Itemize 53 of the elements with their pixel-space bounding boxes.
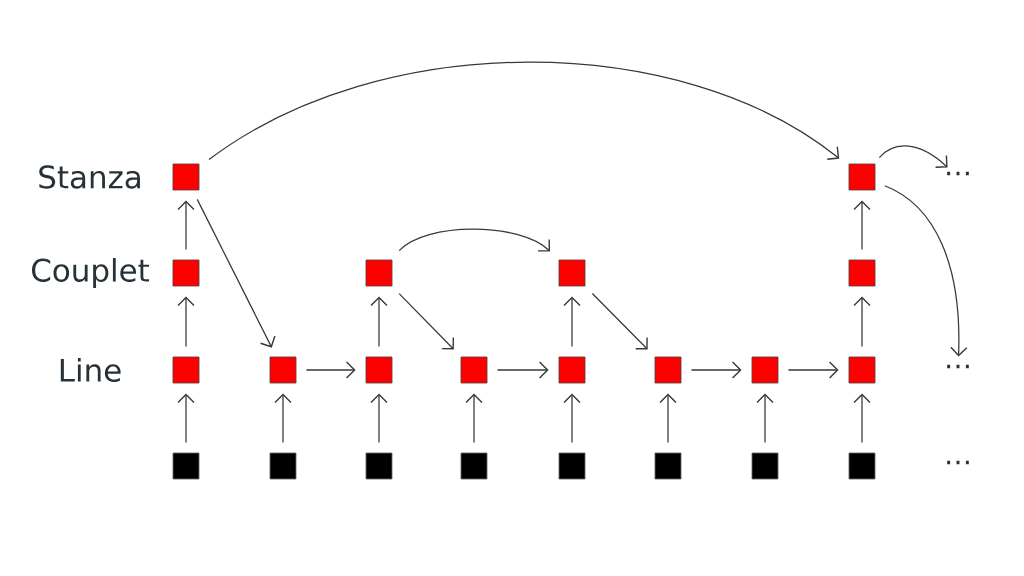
square	[848, 452, 876, 480]
arrow	[177, 296, 195, 348]
curved-arrow	[208, 61, 840, 161]
arrow	[465, 393, 483, 444]
square	[558, 452, 586, 480]
square	[558, 356, 586, 384]
square	[848, 356, 876, 384]
square	[460, 356, 488, 384]
square	[172, 163, 200, 191]
square	[558, 259, 586, 287]
arrow	[853, 200, 871, 251]
arrow	[177, 200, 195, 251]
square	[460, 452, 488, 480]
square	[172, 356, 200, 384]
row-label: Couplet	[32, 258, 150, 288]
arrow	[853, 296, 871, 348]
arrow	[496, 361, 549, 379]
square	[269, 356, 297, 384]
square	[751, 452, 779, 480]
arrow	[563, 393, 581, 444]
arrow	[370, 296, 388, 348]
square	[654, 356, 682, 384]
square	[751, 356, 779, 384]
arrow	[305, 361, 356, 379]
arrow	[787, 361, 839, 379]
arrow	[591, 292, 648, 350]
square	[365, 356, 393, 384]
ellipsis: ⋯	[947, 171, 969, 176]
arrow	[690, 361, 742, 379]
curved-arrow	[878, 145, 948, 168]
arrow	[756, 393, 774, 444]
row-label: Stanza	[39, 165, 140, 189]
square	[365, 259, 393, 287]
square	[848, 259, 876, 287]
arrow	[398, 292, 454, 350]
square	[654, 452, 682, 480]
square	[365, 452, 393, 480]
arrow	[563, 296, 581, 348]
arrow	[659, 393, 677, 444]
square	[269, 452, 297, 480]
curved-arrow	[398, 228, 551, 252]
ellipsis: ⋯	[947, 364, 969, 369]
square	[172, 259, 200, 287]
curved-arrow	[884, 185, 968, 357]
square	[848, 163, 876, 191]
arrow	[370, 393, 388, 444]
arrow	[274, 393, 292, 444]
arrow	[177, 393, 195, 444]
ellipsis: ⋯	[947, 460, 969, 465]
arrow	[853, 393, 871, 444]
arrow	[196, 198, 276, 348]
square	[172, 452, 200, 480]
row-label: Line	[60, 358, 121, 382]
